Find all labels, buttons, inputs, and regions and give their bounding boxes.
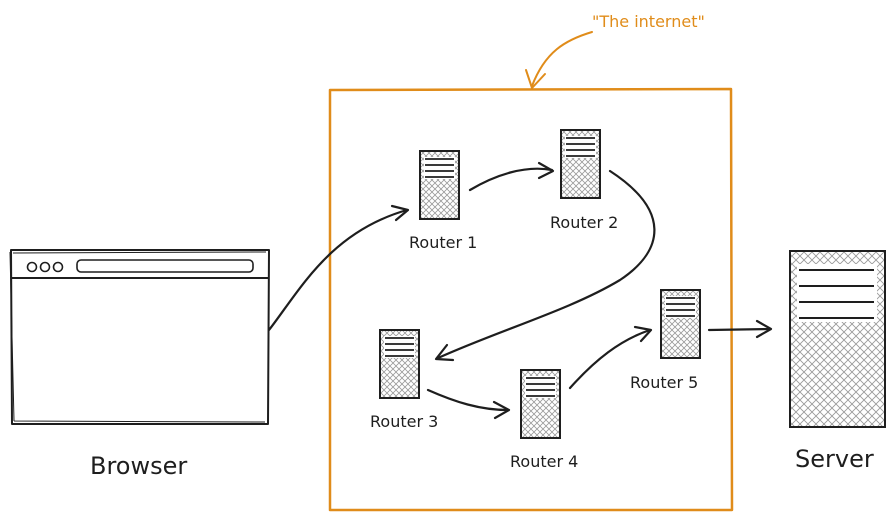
arrowhead bbox=[537, 161, 555, 180]
router-2-icon bbox=[560, 129, 601, 199]
router-1-icon bbox=[419, 150, 460, 220]
router-2-label: Router 2 bbox=[550, 213, 618, 232]
server-icon bbox=[789, 250, 886, 428]
arrowhead bbox=[390, 204, 410, 222]
router-5-label: Router 5 bbox=[630, 373, 698, 392]
server-label: Server bbox=[795, 445, 874, 473]
router-3-icon bbox=[379, 329, 420, 399]
arrowhead bbox=[434, 343, 455, 362]
arrow-router-3-to-router-4 bbox=[426, 388, 510, 412]
arrowhead bbox=[633, 325, 653, 343]
arrow-browser-to-router-1 bbox=[267, 208, 409, 332]
router-3-label: Router 3 bbox=[370, 412, 438, 431]
router-1-label: Router 1 bbox=[409, 233, 477, 252]
router-4-icon bbox=[520, 369, 561, 439]
internet-annotation: "The internet" bbox=[592, 12, 705, 31]
browser-window bbox=[9, 249, 270, 425]
address-bar bbox=[76, 259, 254, 273]
arrow-router-5-to-server bbox=[707, 327, 772, 332]
window-control-dot bbox=[39, 261, 51, 273]
arrow-router-1-to-router-2 bbox=[468, 167, 554, 192]
annotation-arrow bbox=[531, 31, 593, 87]
router-5-icon bbox=[660, 289, 701, 359]
window-control-dot bbox=[26, 261, 38, 273]
annotation-arrowhead bbox=[525, 69, 546, 89]
window-control-dot bbox=[52, 261, 64, 273]
arrowhead bbox=[492, 400, 511, 420]
arrowhead bbox=[755, 319, 773, 339]
arrow-router-2-to-router-3 bbox=[436, 169, 656, 360]
browser-label: Browser bbox=[90, 452, 187, 480]
arrow-router-4-to-router-5 bbox=[568, 328, 652, 390]
router-4-label: Router 4 bbox=[510, 452, 578, 471]
internet-boundary-box bbox=[328, 87, 734, 512]
